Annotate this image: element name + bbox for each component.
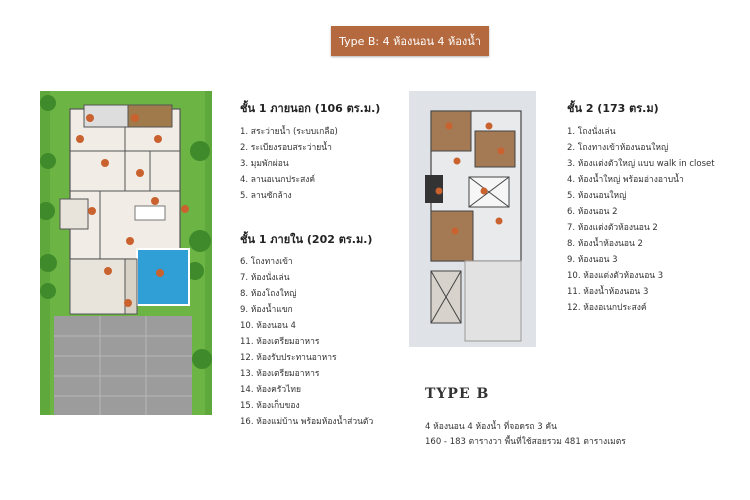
list-item: 10. ห้องนอน 4: [240, 321, 296, 331]
floor1-plan-image: [40, 91, 212, 415]
list-item: 12. ห้องอเนกประสงค์: [567, 303, 647, 313]
list-item: 9. ห้องนอน 3: [567, 255, 618, 265]
list-item: 4. ห้องน้ำใหญ่ พร้อมอ่างอาบน้ำ: [567, 175, 684, 185]
floor2-list: 1. โถงนั่งเล่น 2. โถงทางเข้าห้องนอนใหญ่ …: [567, 124, 715, 316]
list-item: 1. โถงนั่งเล่น: [567, 127, 616, 137]
typeb-title: TYPE B: [425, 386, 490, 402]
list-item: 2. ระเบียงรอบสระว่ายน้ำ: [240, 143, 332, 153]
floor1-outdoor-title: ชั้น 1 ภายนอก (106 ตร.ม.): [240, 102, 381, 115]
list-item: 9. ห้องน้ำแขก: [240, 305, 293, 315]
typeb-summary-line2: 160 - 183 ตารางวา พื้นที่ใช้สอยรวม 481 ต…: [425, 437, 626, 447]
list-item: 11. ห้องน้ำห้องนอน 3: [567, 287, 649, 297]
typeb-summary-line1: 4 ห้องนอน 4 ห้องน้ำ ที่จอดรถ 3 คัน: [425, 422, 557, 432]
list-item: 13. ห้องเตรียมอาหาร: [240, 369, 320, 379]
list-item: 11. ห้องเตรียมอาหาร: [240, 337, 320, 347]
type-badge: Type B: 4 ห้องนอน 4 ห้องน้ำ: [331, 26, 489, 56]
list-item: 8. ห้องน้ำห้องนอน 2: [567, 239, 643, 249]
floor1-indoor-title: ชั้น 1 ภายใน (202 ตร.ม.): [240, 233, 373, 246]
list-item: 6. โถงทางเข้า: [240, 257, 293, 267]
list-item: 6. ห้องนอน 2: [567, 207, 618, 217]
list-item: 15. ห้องเก็บของ: [240, 401, 300, 411]
list-item: 4. ลานอเนกประสงค์: [240, 175, 316, 185]
list-item: 16. ห้องแม่บ้าน พร้อมห้องน้ำส่วนตัว: [240, 417, 374, 427]
list-item: 12. ห้องรับประทานอาหาร: [240, 353, 337, 363]
list-item: 3. มุมพักผ่อน: [240, 159, 289, 169]
floor1-outdoor-list: 1. สระว่ายน้ำ (ระบบเกลือ) 2. ระเบียงรอบส…: [240, 124, 338, 204]
floor2-plan-image: [409, 91, 536, 347]
list-item: 10. ห้องแต่งตัวห้องนอน 3: [567, 271, 664, 281]
list-item: 14. ห้องครัวไทย: [240, 385, 301, 395]
list-item: 2. โถงทางเข้าห้องนอนใหญ่: [567, 143, 669, 153]
list-item: 5. ห้องนอนใหญ่: [567, 191, 627, 201]
list-item: 7. ห้องแต่งตัวห้องนอน 2: [567, 223, 658, 233]
floor2-title: ชั้น 2 (173 ตร.ม): [567, 102, 659, 115]
list-item: 3. ห้องแต่งตัวใหญ่ แบบ walk in closet: [567, 159, 715, 169]
floor1-indoor-list: 6. โถงทางเข้า 7. ห้องนั่งเล่น 8. ห้องโถง…: [240, 254, 373, 430]
list-item: 7. ห้องนั่งเล่น: [240, 273, 290, 283]
list-item: 1. สระว่ายน้ำ (ระบบเกลือ): [240, 127, 338, 137]
list-item: 5. ลานซักล้าง: [240, 191, 292, 201]
list-item: 8. ห้องโถงใหญ่: [240, 289, 297, 299]
